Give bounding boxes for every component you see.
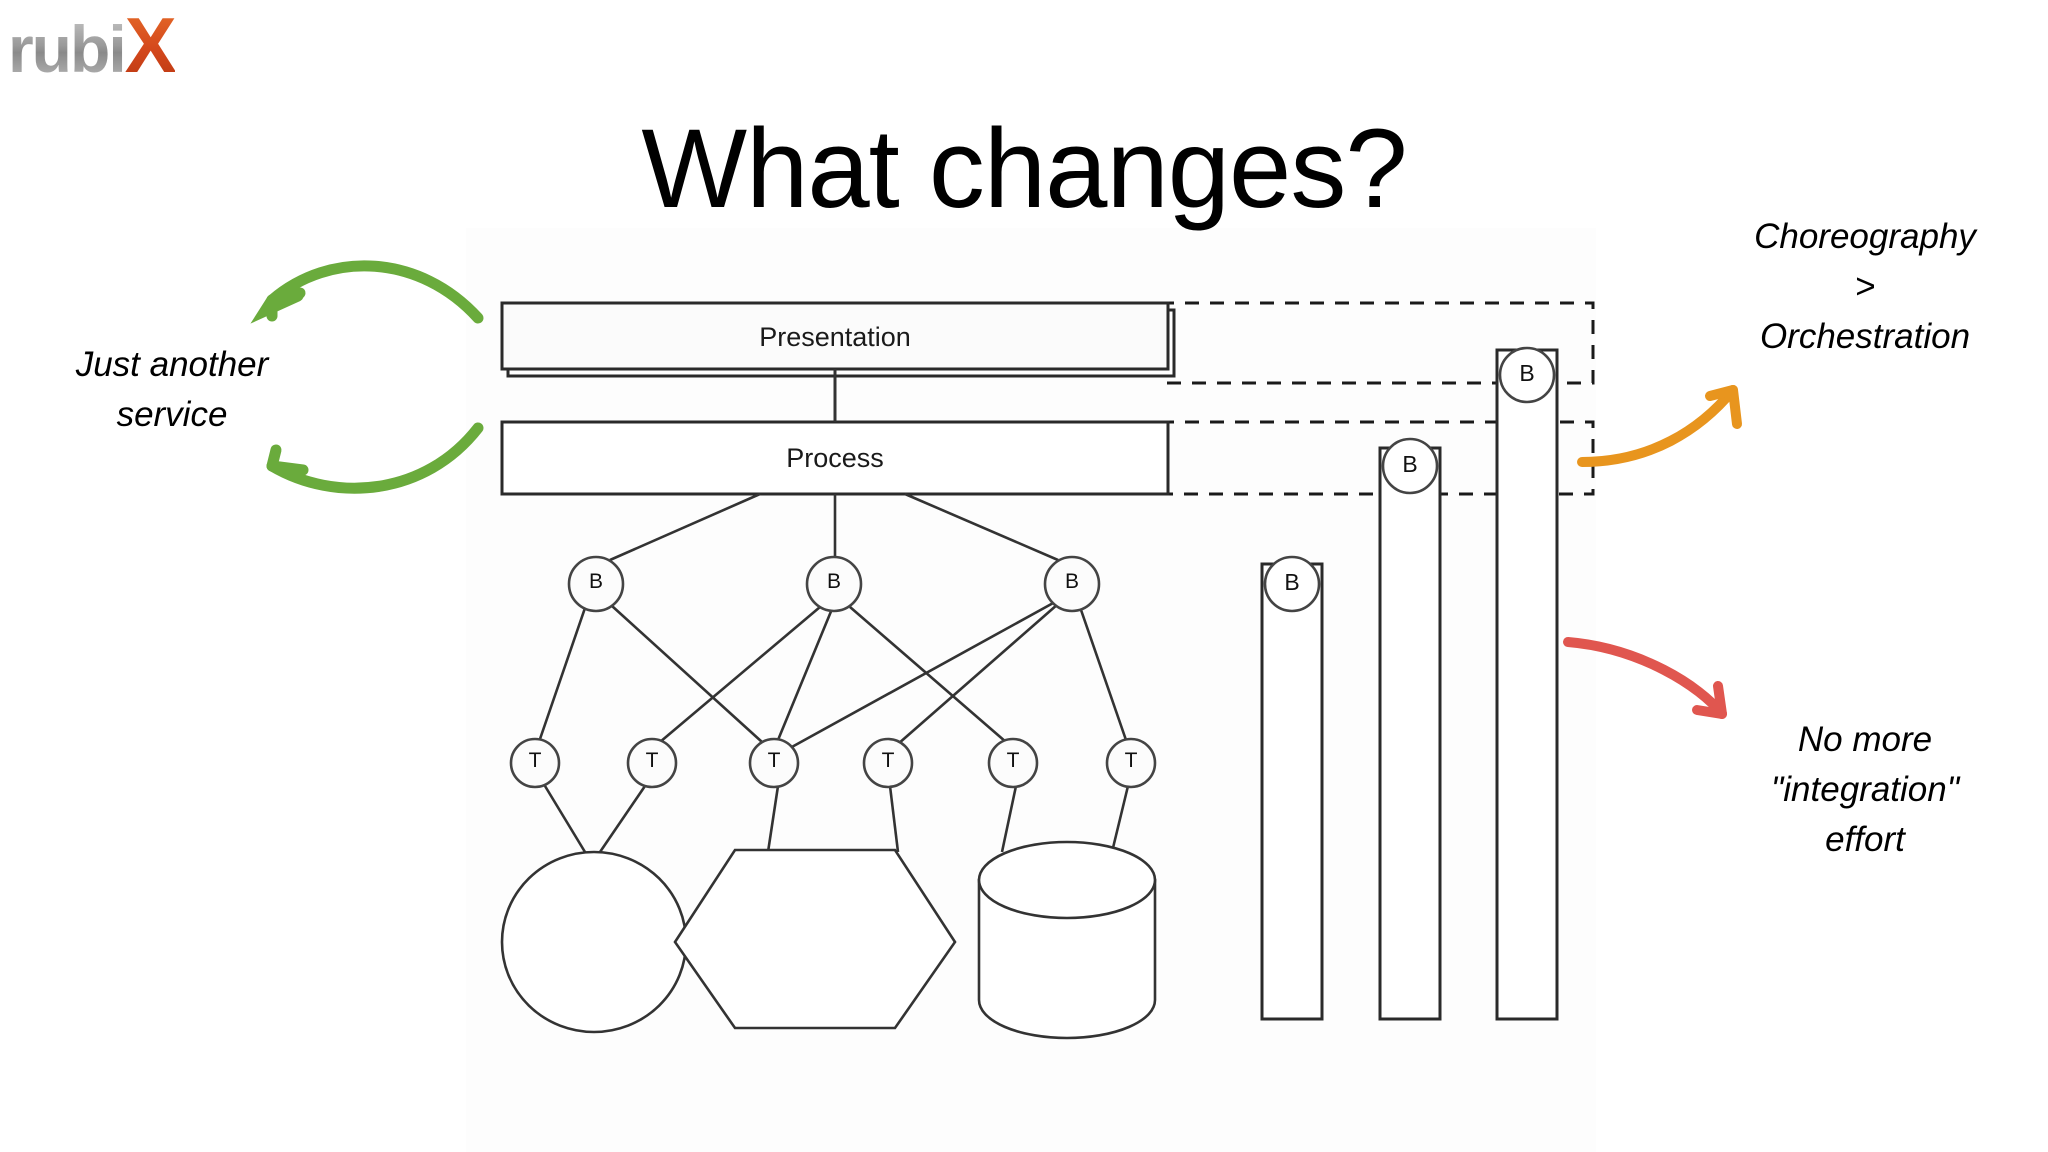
bus-node-b3 (1043, 555, 1101, 613)
annotation-choreography-orchestration: Choreography>Orchestration (1754, 217, 1976, 356)
edges-process-to-bus (609, 492, 1059, 562)
transport-node-t6-label: T (1124, 749, 1138, 772)
logo-wordmark: rubiX (8, 6, 258, 88)
bus-node-b2-label: B (826, 570, 841, 593)
dashed-region-presentation (1160, 301, 1595, 385)
rubix-logo: rubiX (8, 6, 258, 86)
bus-node-b3-label: B (1064, 570, 1079, 593)
service-bar-node-1 (1263, 555, 1321, 613)
bus-node-b1 (567, 555, 625, 613)
transport-node-t3 (748, 737, 800, 789)
logo-text-rubi: rubi (8, 12, 127, 86)
page-title: What changes? (641, 106, 1407, 231)
endpoint-shape-circle (500, 850, 688, 1034)
edges-bus-to-transport (538, 600, 1128, 750)
service-bar-node-3-label: B (1519, 360, 1535, 386)
bus-node-b1-label: B (588, 570, 603, 593)
service-bar-node-3 (1498, 346, 1556, 404)
transport-node-t2 (626, 737, 678, 789)
endpoint-shape-cylinder (977, 840, 1157, 1040)
bus-nodes (567, 555, 1101, 613)
transport-node-t3-label: T (767, 749, 781, 772)
transport-node-t5-label: T (1006, 749, 1020, 772)
presentation-box (500, 301, 1176, 378)
annotation-no-more-integration-effort: No more"integration"effort (1770, 720, 1960, 859)
logo-text-x: X (124, 1, 177, 89)
red-arrow (1563, 637, 1727, 719)
green-arrow-top (250, 260, 484, 324)
service-bar-node-2-label: B (1402, 451, 1418, 477)
process-box-label: Process (786, 443, 884, 473)
transport-node-t2-label: T (645, 749, 659, 772)
service-bar-node-2 (1381, 437, 1439, 495)
transport-node-t6 (1105, 737, 1157, 789)
presentation-box-label: Presentation (759, 322, 911, 352)
orange-arrow (1577, 385, 1742, 467)
transport-nodes (509, 737, 1157, 789)
green-arrow-bottom (266, 422, 484, 494)
transport-node-t1-label: T (528, 749, 542, 772)
service-bar-3 (1495, 348, 1559, 1021)
service-bars (1260, 346, 1559, 1021)
endpoint-shape-hexagon (673, 848, 957, 1030)
transport-node-t1 (509, 737, 561, 789)
transport-node-t4 (862, 737, 914, 789)
service-bar-1 (1260, 562, 1324, 1021)
transport-node-t5 (987, 737, 1039, 789)
service-bar-node-1-label: B (1284, 569, 1300, 595)
edges-transport-to-endpoint (543, 785, 1130, 853)
bus-node-b2 (805, 555, 863, 613)
service-bar-2 (1378, 446, 1442, 1021)
transport-node-t4-label: T (881, 749, 895, 772)
